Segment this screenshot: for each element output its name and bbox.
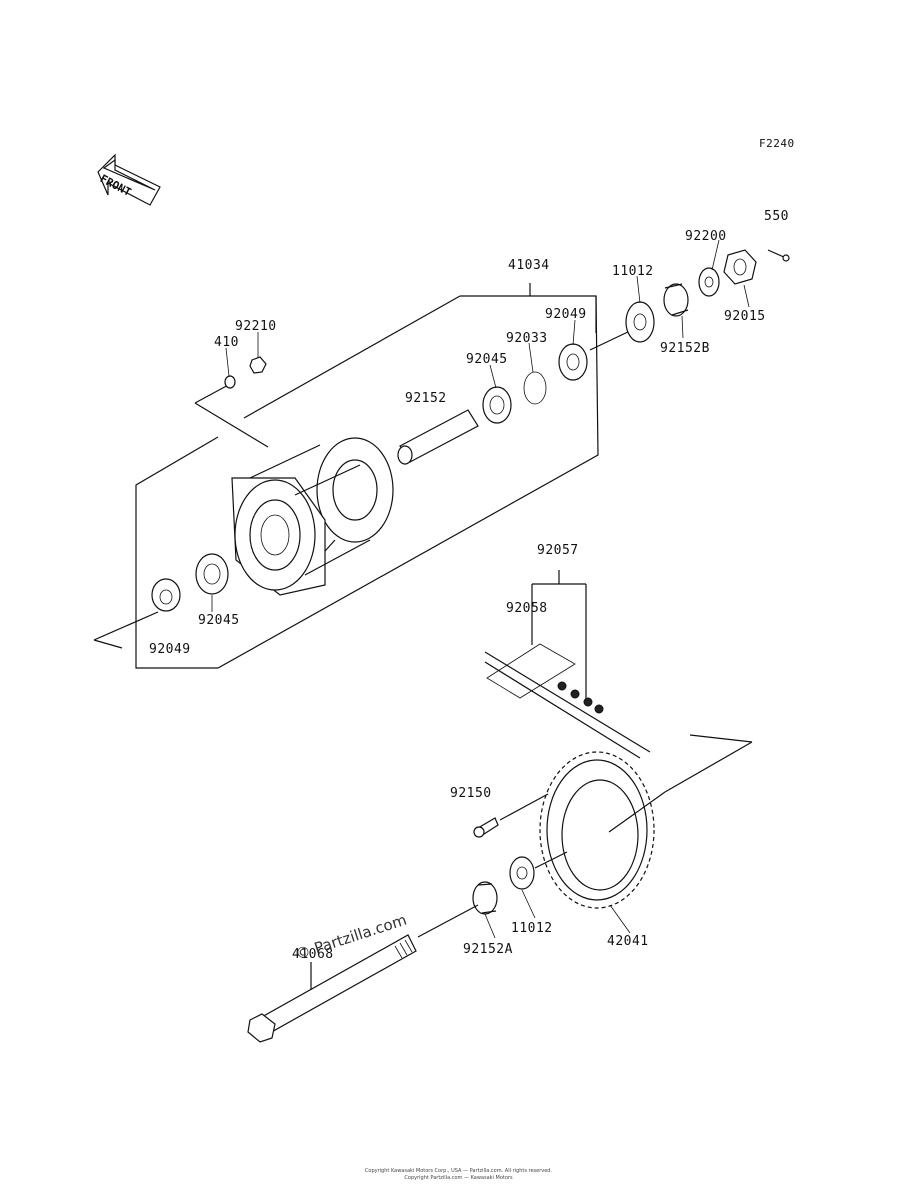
part-label-11012-bottom[interactable]: 11012 bbox=[511, 921, 553, 936]
nut-92210 bbox=[249, 356, 267, 374]
part-label-41068[interactable]: 41068 bbox=[292, 947, 334, 962]
circlip-92033 bbox=[523, 371, 547, 405]
collar-11012-top bbox=[625, 301, 655, 343]
seal-92049-bottom bbox=[151, 578, 181, 612]
part-label-550[interactable]: 550 bbox=[764, 209, 789, 224]
seal-92049-top bbox=[558, 343, 588, 381]
part-label-92045-bottom[interactable]: 92045 bbox=[198, 613, 240, 628]
bolt-92150 bbox=[473, 793, 549, 838]
part-label-92057[interactable]: 92057 bbox=[537, 543, 579, 558]
axle-41068 bbox=[247, 904, 479, 1043]
collar-11012-bottom bbox=[509, 851, 568, 890]
rear-sprocket bbox=[539, 734, 753, 909]
part-label-11012-top[interactable]: 11012 bbox=[612, 264, 654, 279]
part-label-92150[interactable]: 92150 bbox=[450, 786, 492, 801]
part-label-92058[interactable]: 92058 bbox=[506, 601, 548, 616]
front-arrow-icon bbox=[97, 153, 161, 206]
collar-92152A bbox=[472, 881, 498, 915]
part-label-92152B[interactable]: 92152B bbox=[660, 341, 710, 356]
leader-lines bbox=[211, 239, 750, 939]
part-label-92200[interactable]: 92200 bbox=[685, 229, 727, 244]
part-label-42041[interactable]: 42041 bbox=[607, 934, 649, 949]
cotter-pin-550 bbox=[767, 249, 790, 262]
part-label-92049-top[interactable]: 92049 bbox=[545, 307, 587, 322]
chain bbox=[484, 570, 651, 759]
bearing-92045-top bbox=[482, 386, 512, 424]
part-label-410[interactable]: 410 bbox=[214, 335, 239, 350]
part-label-92152A[interactable]: 92152A bbox=[463, 942, 513, 957]
collar-92152B bbox=[663, 283, 689, 317]
part-label-92033[interactable]: 92033 bbox=[506, 331, 548, 346]
part-label-92015[interactable]: 92015 bbox=[724, 309, 766, 324]
spacer-92152 bbox=[397, 409, 479, 465]
bearing-92045-bottom bbox=[195, 553, 229, 595]
part-label-92045-top[interactable]: 92045 bbox=[466, 352, 508, 367]
wheel-hub bbox=[231, 437, 394, 596]
part-label-41034[interactable]: 41034 bbox=[508, 258, 550, 273]
diagram-code: F2240 bbox=[759, 137, 795, 150]
part-label-92049-bottom[interactable]: 92049 bbox=[149, 642, 191, 657]
hub-bracket-lines bbox=[93, 283, 633, 669]
part-label-92210[interactable]: 92210 bbox=[235, 319, 277, 334]
footer-line-1: Copyright Kawasaki Motors Corp., USA — P… bbox=[364, 1168, 553, 1174]
footer-copyright: Copyright Kawasaki Motors Corp., USA — P… bbox=[0, 1168, 917, 1181]
washer-410 bbox=[224, 375, 236, 389]
part-label-92152[interactable]: 92152 bbox=[405, 391, 447, 406]
washer-92200 bbox=[698, 267, 720, 297]
footer-line-2: Copyright Partzilla.com — Kawasaki Motor… bbox=[404, 1174, 513, 1181]
nut-92015 bbox=[723, 249, 757, 285]
